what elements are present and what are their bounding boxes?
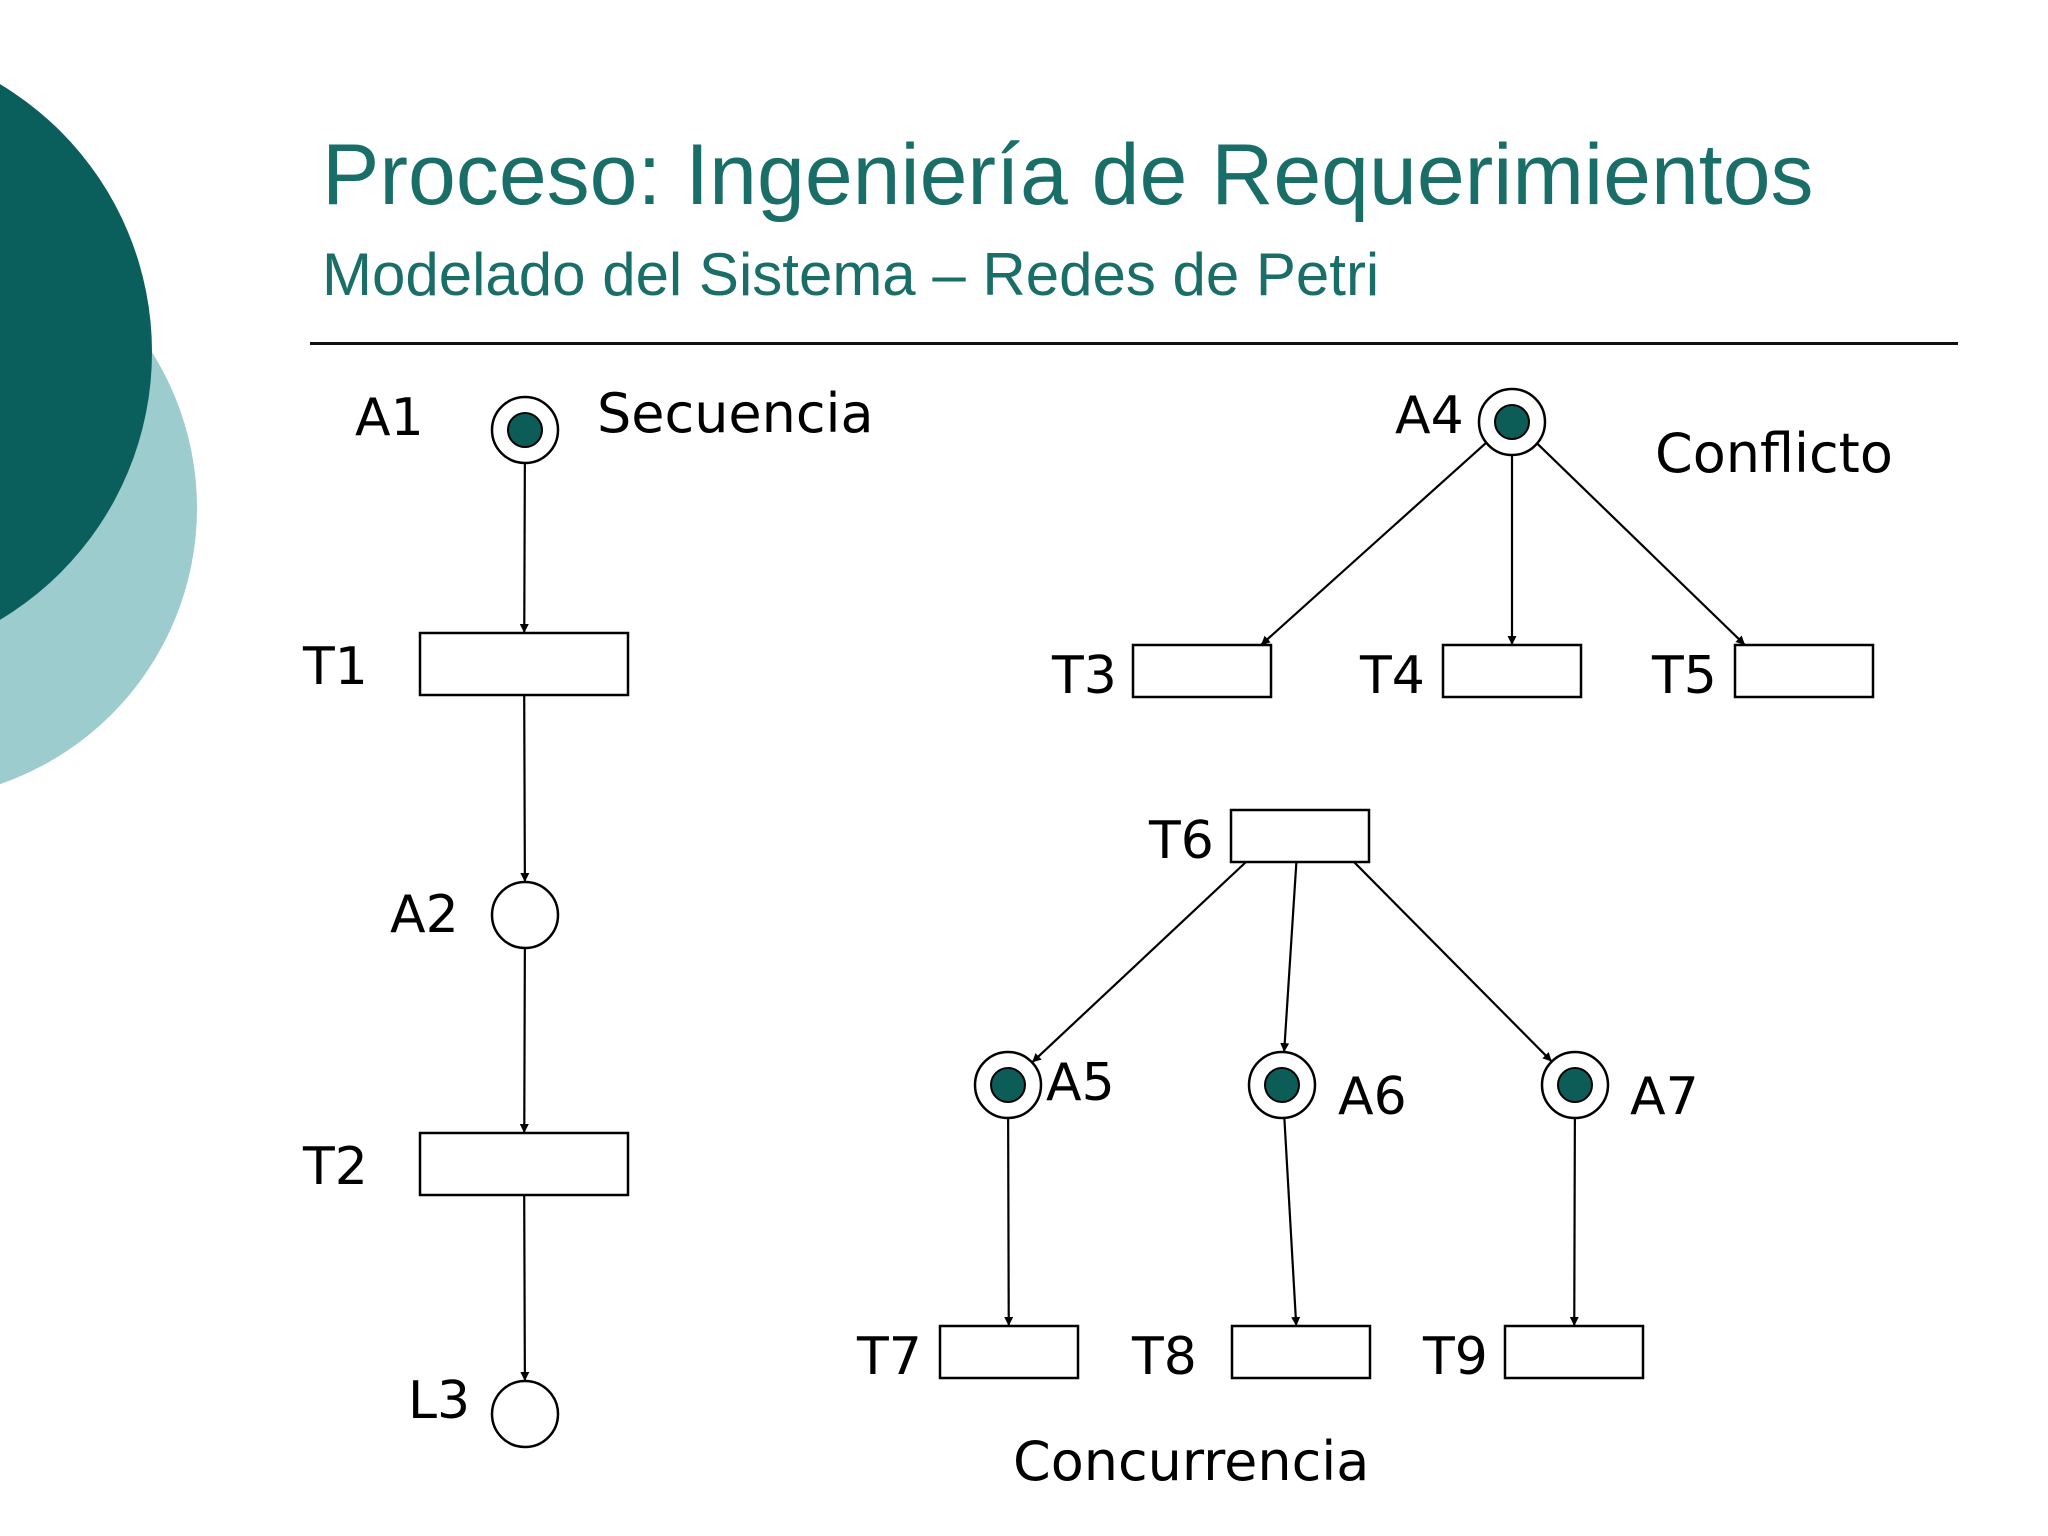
transition-t4: T4 [1359, 643, 1583, 706]
transition-box [1441, 643, 1583, 699]
token-dot [1264, 1067, 1300, 1103]
place-label-a2: A2 [390, 885, 459, 945]
place-a6: A6 [1247, 1050, 1407, 1127]
title-divider [310, 342, 1958, 345]
transition-label-t9: T9 [1422, 1327, 1488, 1387]
token-dot [1557, 1067, 1593, 1103]
slide-subtitle: Modelado del Sistema – Redes de Petri [322, 241, 1380, 308]
transition-box [1131, 643, 1273, 699]
arc-t1-to-a2 [520, 694, 530, 883]
transition-label-t5: T5 [1651, 646, 1717, 706]
place-circle [490, 1379, 560, 1449]
transition-t5: T5 [1651, 643, 1875, 706]
transition-label-t3: T3 [1051, 646, 1117, 706]
arc-a7-to-t9 [1569, 1117, 1579, 1327]
transition-box [1503, 1324, 1645, 1380]
place-label-a5: A5 [1046, 1053, 1115, 1113]
arcs-group [519, 441, 1746, 1382]
place-label-a7: A7 [1630, 1067, 1699, 1127]
transition-t8: T8 [1131, 1324, 1372, 1387]
transition-label-t7: T7 [856, 1327, 922, 1387]
arc-a6-to-t8 [1283, 1117, 1301, 1327]
transition-box [1230, 1324, 1372, 1380]
token-dot [990, 1067, 1026, 1103]
arc-t6-to-a6 [1280, 861, 1298, 1053]
transition-t9: T9 [1422, 1324, 1645, 1387]
place-circle [490, 880, 560, 950]
place-label-a1: A1 [355, 388, 424, 448]
transition-label-t4: T4 [1359, 646, 1425, 706]
slide-title: Proceso: Ingeniería de Requerimientos [322, 127, 1814, 223]
transition-box [938, 1324, 1080, 1380]
transition-box [1229, 808, 1371, 864]
transition-label-t8: T8 [1131, 1327, 1197, 1387]
arc-t2-to-l3 [520, 1194, 530, 1382]
transition-t1: T1 [302, 631, 630, 697]
decorative-circles [0, 84, 197, 785]
arc-a5-to-t7 [1004, 1117, 1014, 1327]
token-dot [507, 412, 543, 448]
place-l3: L3 [408, 1371, 560, 1449]
place-a1: A1 [355, 388, 560, 465]
token-dot [1494, 404, 1530, 440]
transition-box [418, 631, 630, 697]
transition-t2: T2 [302, 1131, 630, 1197]
transition-label-t1: T1 [302, 637, 368, 697]
place-a2: A2 [390, 880, 560, 950]
arc-t6-to-a7 [1353, 861, 1553, 1063]
section-label-secuencia: Secuencia [597, 382, 874, 445]
place-a4: A4 [1395, 386, 1547, 457]
arc-a1-to-t1 [519, 462, 529, 634]
transition-label-t2: T2 [302, 1137, 368, 1197]
transition-box [1733, 643, 1875, 699]
arc-a4-to-t3 [1260, 441, 1488, 646]
dark-teal-circle [0, 84, 152, 620]
place-label-a6: A6 [1338, 1067, 1407, 1127]
place-label-l3: L3 [408, 1371, 470, 1431]
arc-a2-to-t2 [519, 947, 529, 1134]
transition-t7: T7 [856, 1324, 1080, 1387]
place-label-a4: A4 [1395, 386, 1464, 446]
place-a7: A7 [1540, 1050, 1699, 1127]
transition-label-t6: T6 [1148, 811, 1214, 871]
transition-t3: T3 [1051, 643, 1273, 706]
section-label-conflicto: Conflicto [1655, 422, 1893, 485]
transition-box [418, 1131, 630, 1197]
place-a5: A5 [973, 1050, 1115, 1120]
transition-t6: T6 [1148, 808, 1371, 871]
section-label-concurrencia: Concurrencia [1013, 1430, 1369, 1493]
arc-a4-to-t5 [1536, 442, 1746, 646]
arc-t6-to-a5 [1031, 861, 1247, 1064]
